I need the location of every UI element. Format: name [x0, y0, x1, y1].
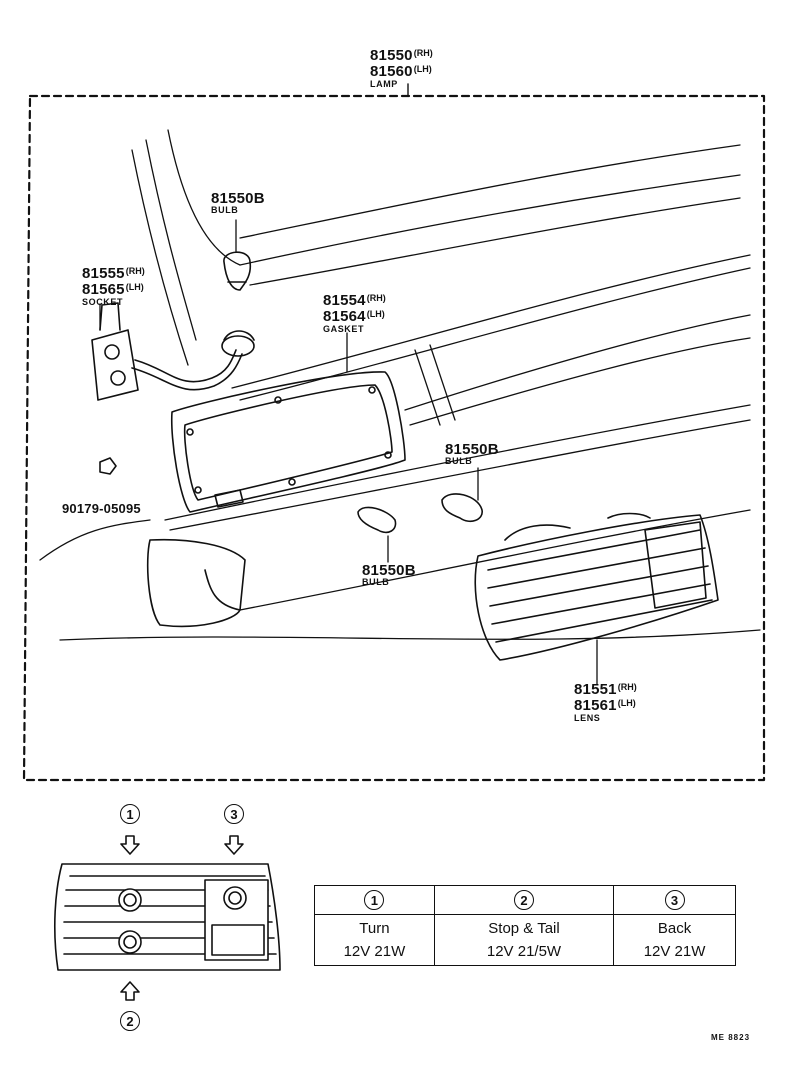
socket-label: 81555(RH) 81565(LH) SOCKET	[82, 265, 145, 307]
bulb-legend-table: 1 2 3 Turn 12V 21W Stop & Tail 12V 21/5W…	[314, 885, 736, 966]
marker-1: 1	[120, 804, 140, 824]
legend-cell-3: Back 12V 21W	[613, 914, 736, 966]
legend-function-2: Stop & Tail	[488, 920, 560, 937]
marker-2: 2	[120, 1011, 140, 1031]
legend-rating-2: 12V 21/5W	[486, 943, 562, 960]
legend-header-1: 1	[314, 885, 435, 915]
gasket-label: 81554(RH) 81564(LH) GASKET	[323, 292, 386, 334]
bulb-right-label: 81550B BULB	[445, 441, 499, 466]
vehicle-body-outline	[39, 129, 761, 641]
screw-label: 90179-05095	[62, 501, 141, 516]
gasket-drawing	[170, 371, 406, 513]
legend-cell-2: Stop & Tail 12V 21/5W	[433, 914, 615, 966]
arrow-down-3-icon	[224, 835, 244, 855]
legend-rating-3: 12V 21W	[643, 943, 706, 960]
bulb-top-label: 81550B BULB	[211, 190, 265, 215]
legend-function-3: Back	[657, 920, 692, 937]
lamp-label: 81550(RH) 81560(LH) LAMP	[370, 47, 433, 89]
legend-cell-1: Turn 12V 21W	[314, 914, 435, 966]
drawing-code: ME 8823	[711, 1033, 751, 1042]
socket-drawing	[91, 302, 255, 401]
bumper-end	[146, 538, 246, 628]
lamp-face-diagram	[53, 863, 281, 971]
legend-header-3: 3	[613, 885, 736, 915]
lamp-assembly-boundary	[22, 94, 766, 782]
bulb-bottom-label: 81550B BULB	[362, 562, 416, 587]
legend-function-1: Turn	[359, 920, 390, 937]
screw-drawing	[99, 457, 117, 475]
bulb-bottom-drawing	[357, 506, 397, 534]
lens-label: 81551(RH) 81561(LH) LENS	[574, 681, 637, 723]
lens-drawing	[474, 512, 719, 661]
arrow-up-2-icon	[120, 981, 140, 1001]
legend-rating-1: 12V 21W	[343, 943, 406, 960]
arrow-down-1-icon	[120, 835, 140, 855]
legend-header-2: 2	[433, 885, 615, 915]
marker-3: 3	[224, 804, 244, 824]
bulb-right-drawing	[441, 493, 483, 522]
